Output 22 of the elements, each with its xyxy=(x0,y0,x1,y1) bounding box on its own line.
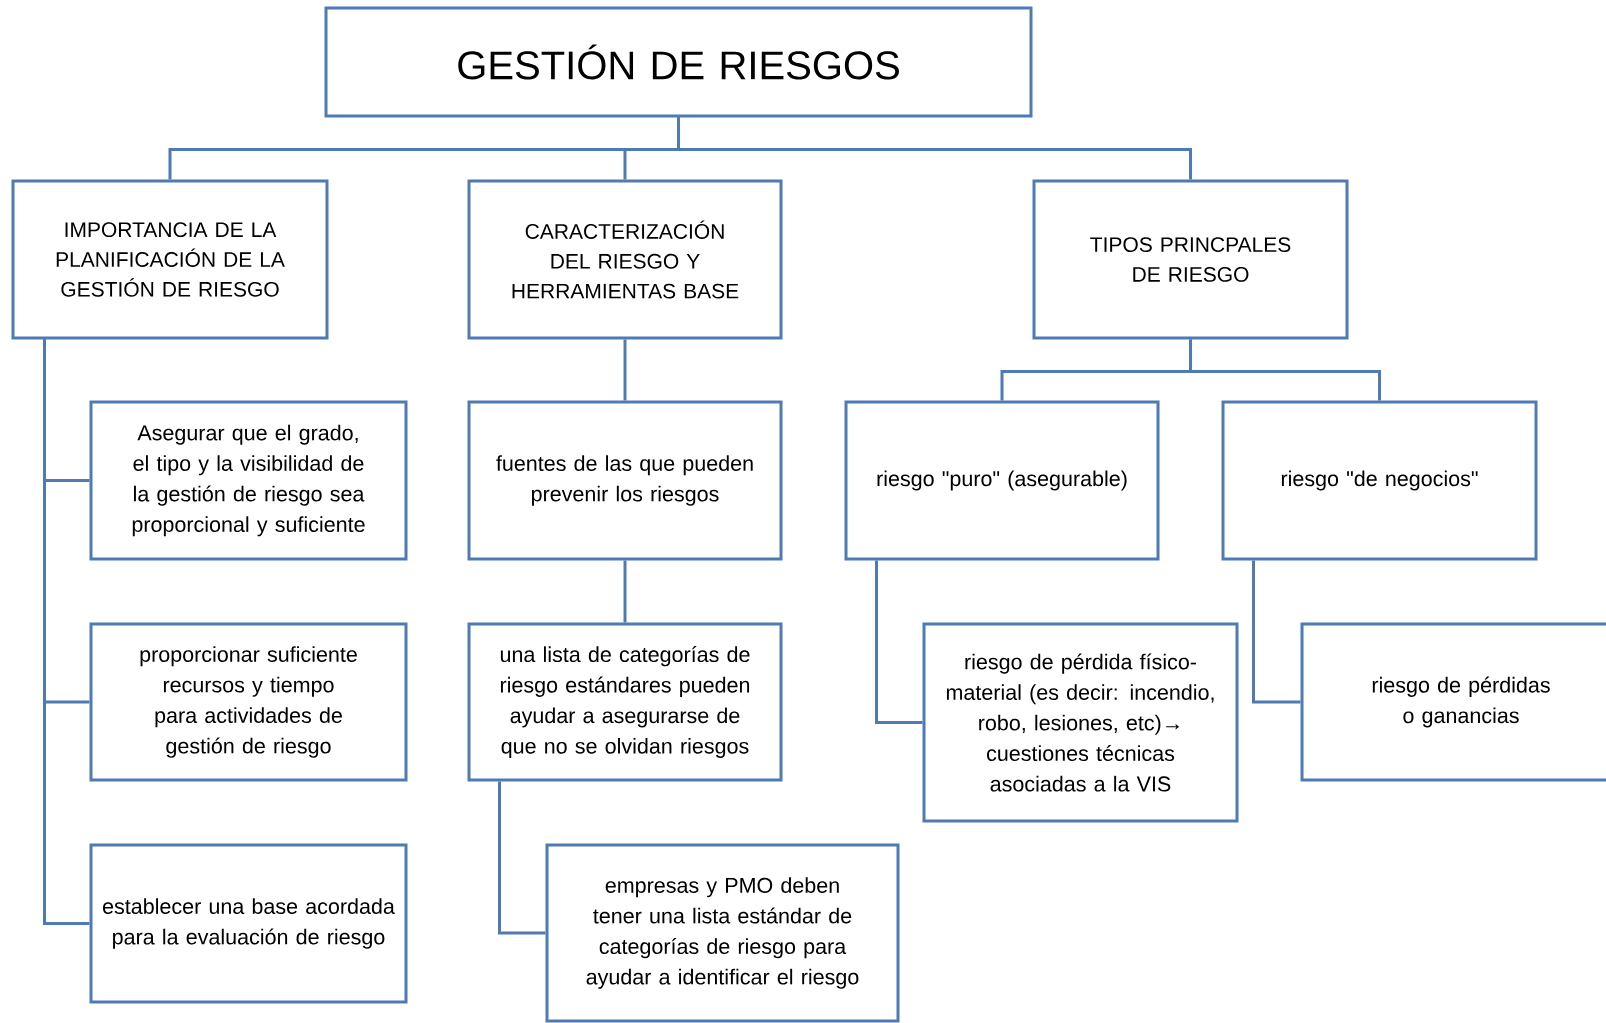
content-box: una lista de categorías de riesgo estándares pueden ayudar a asegurarse de que no se olvidan riesgos xyxy=(467,622,783,782)
connector-line xyxy=(623,560,627,623)
content-box: Asegurar que el grado, el tipo y la visibilidad de la gestión de riesgo sea proporcional y suficiente xyxy=(89,400,408,561)
connector-line xyxy=(875,560,923,724)
content-box: establecer una base acordada para la evaluación de riesgo xyxy=(89,843,408,1004)
connector-line xyxy=(1252,560,1301,704)
content-box: riesgo "puro" (asegurable) xyxy=(844,400,1160,561)
connector-line xyxy=(1189,339,1381,401)
heading-box: IMPORTANCIA DE LA PLANIFICACIÓN DE LA GESTIÓN DE RIESGO xyxy=(11,179,329,340)
connector-line xyxy=(677,117,1192,180)
content-box: empresas y PMO deben tener una lista estándar de categorías de riesgo para ayudar a identificar el riesgo xyxy=(545,843,900,1023)
heading-box: CARACTERIZACIÓN DEL RIESGO Y HERRAMIENTAS BASE xyxy=(467,179,783,340)
title-box: GESTIÓN DE RIESGOS xyxy=(324,6,1033,118)
content-box: riesgo "de negocios" xyxy=(1221,400,1538,561)
content-box: riesgo de pérdida físico-material (es decir: incendio, robo, lesiones, etc)→ cuestiones técnicas asociadas a la VIS xyxy=(922,622,1239,823)
connector-line xyxy=(623,339,627,401)
content-box: proporcionar suficiente recursos y tiempo para actividades de gestión de riesgo xyxy=(89,622,408,782)
content-box: riesgo de pérdidas o ganancias xyxy=(1300,622,1606,782)
connector-line xyxy=(498,781,546,935)
connector-line xyxy=(43,339,90,925)
content-box: fuentes de las que pueden prevenir los riesgos xyxy=(467,400,783,561)
heading-box: TIPOS PRINCPALES DE RIESGO xyxy=(1032,179,1349,340)
